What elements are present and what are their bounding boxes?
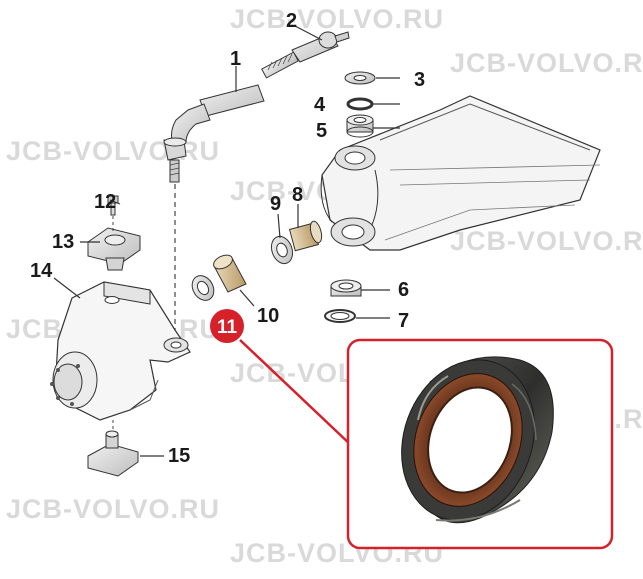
callout-14: 14: [30, 260, 53, 282]
watermark: JCB-VOLVO.RU: [230, 4, 445, 34]
callout-4: 4: [314, 94, 326, 116]
callout-1: 1: [230, 48, 241, 70]
callout-6: 6: [398, 279, 409, 301]
shim-part: [324, 309, 356, 323]
callout-2: 2: [286, 10, 297, 32]
tie-rod-tube-part: [163, 84, 265, 330]
king-pin-bushing-part: [213, 254, 247, 293]
axle-housing: [320, 95, 601, 251]
callout-3: 3: [414, 69, 425, 91]
callout-11: 11: [217, 317, 238, 338]
callout-7: 7: [398, 310, 409, 332]
o-ring-part: [346, 97, 374, 111]
tie-rod-end-part: [261, 31, 350, 79]
callout-5: 5: [316, 120, 327, 142]
lower-cap-part: [87, 430, 139, 477]
callout-13: 13: [52, 231, 74, 253]
callout-10: 10: [257, 305, 279, 327]
cap-part: [87, 216, 141, 271]
callout-15: 15: [168, 445, 190, 467]
callout-11-badge: 11: [210, 309, 244, 343]
highlight-connector-line: [239, 339, 353, 447]
bolt-part: [107, 195, 119, 216]
oil-seal-photo: [401, 356, 554, 524]
washer-part: [344, 71, 376, 85]
watermark: JCB-VOLVO.RU: [450, 48, 643, 78]
steering-knuckle-part: [50, 281, 191, 440]
thrust-washer-part: [330, 279, 362, 297]
callout-9: 9: [270, 193, 281, 215]
oil-seal-part: [191, 275, 215, 301]
pivot-bushing-part: [288, 220, 323, 252]
leader-lines: [53, 25, 400, 457]
callout-12: 12: [94, 191, 116, 213]
callout-8: 8: [292, 184, 303, 206]
watermark: JCB-VOLVO.RU: [450, 226, 643, 256]
watermark: JCB-VOLVO.RU: [6, 494, 221, 524]
seal-ring-part: [270, 235, 294, 265]
bushing-part: [346, 114, 374, 138]
